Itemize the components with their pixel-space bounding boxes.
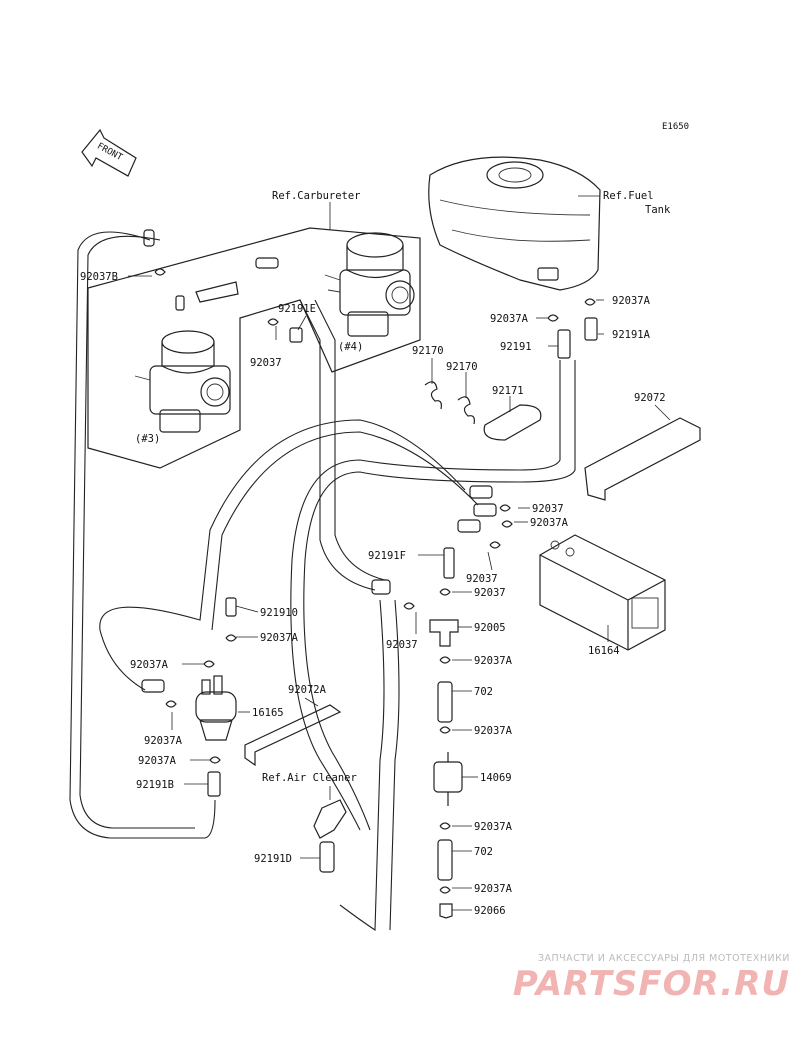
part-labels: 92037B 92191E 92037 92037A 92037A 92191A…	[80, 271, 651, 917]
watermark-brand[interactable]: PARTSFOR.RU	[512, 964, 790, 1004]
carb3-label: (#3)	[135, 433, 160, 445]
label-92037A-filter-2: 92037A	[474, 725, 513, 737]
label-92037A-pump-top: 92037A	[260, 632, 299, 644]
ref-fuel-tank-label-1: Ref.Fuel	[603, 190, 654, 202]
label-92191F: 92191F	[368, 550, 406, 562]
label-92066: 92066	[474, 905, 506, 917]
label-92191D: 92191D	[254, 853, 292, 865]
label-16165: 16165	[252, 707, 284, 719]
label-92037-right: 92037	[474, 587, 506, 599]
carburetor-4-icon	[324, 232, 415, 337]
front-arrow-icon: FRONT	[81, 128, 137, 177]
label-92072: 92072	[634, 392, 666, 404]
label-92037A-filter-4: 92037A	[474, 883, 513, 895]
label-92005: 92005	[474, 622, 506, 634]
watermark-tagline: ЗАПЧАСТИ И АКСЕССУАРЫ ДЛЯ МОТОТЕХНИКИ	[537, 953, 790, 964]
label-92037A-pump-below: 92037A	[144, 735, 183, 747]
label-92037A-pump-bottom: 92037A	[138, 755, 177, 767]
carb4-label: (#4)	[338, 341, 363, 353]
label-92171: 92171	[492, 385, 524, 397]
diagram-code: E1650	[662, 122, 689, 132]
label-92037A-filter-1: 92037A	[474, 655, 513, 667]
label-92170-a: 92170	[412, 345, 444, 357]
air-cleaner-elbow-icon	[313, 786, 347, 839]
ref-air-cleaner-label: Ref.Air Cleaner	[262, 772, 357, 784]
ref-fuel-tank-label-2: Tank	[645, 204, 671, 216]
leader-lines	[128, 275, 604, 911]
fuel-pump-icon	[195, 675, 250, 741]
small-parts	[141, 229, 598, 919]
label-702-b: 702	[474, 846, 493, 858]
label-92037A-filter-3: 92037A	[474, 821, 513, 833]
label-92191A: 92191A	[612, 329, 651, 341]
label-92191B: 92191B	[136, 779, 174, 791]
label-921910: 921910	[260, 607, 298, 619]
label-92037A-tank: 92037A	[612, 295, 651, 307]
hose-routing	[69, 231, 576, 932]
fuel-tank-icon	[428, 156, 601, 291]
label-92037A-left: 92037A	[490, 313, 529, 325]
bracket-92072-icon	[584, 404, 701, 501]
charcoal-canister-icon	[539, 534, 666, 651]
label-92037A-pump-left: 92037A	[130, 659, 169, 671]
label-92037-mid: 92037	[466, 573, 498, 585]
label-14069: 14069	[480, 772, 512, 784]
label-92072A: 92072A	[288, 684, 327, 696]
label-92037-carb: 92037	[250, 357, 282, 369]
label-92170-b: 92170	[446, 361, 478, 373]
label-92037-lower: 92037	[386, 639, 418, 651]
label-16164: 16164	[588, 645, 620, 657]
label-92037B: 92037B	[80, 271, 118, 283]
ref-carburetor-label: Ref.Carbureter	[272, 190, 361, 202]
carburetor-3-icon	[134, 330, 231, 433]
carburetor-box: Ref.Carbureter (#3) (#4)	[87, 190, 421, 469]
label-92037A-canister: 92037A	[530, 517, 569, 529]
bracket-92072A-icon	[244, 697, 342, 767]
label-92191E: 92191E	[278, 303, 316, 315]
label-702-a: 702	[474, 686, 493, 698]
fuel-filter-icon	[433, 752, 478, 806]
label-92191: 92191	[500, 341, 532, 353]
label-92037-canister: 92037	[532, 503, 564, 515]
